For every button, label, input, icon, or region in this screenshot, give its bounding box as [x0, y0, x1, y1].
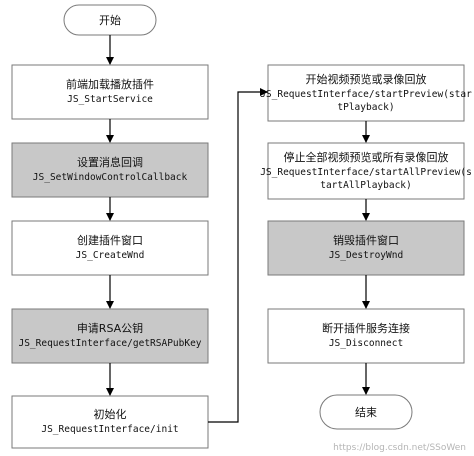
step-request-rsa: 申请RSA公钥 JS_RequestInterface/getRSAPubKey	[11, 308, 209, 364]
step-load-plugin: 前端加载播放插件 JS_StartService	[11, 64, 209, 120]
step-title: 开始视频预览或录像回放	[306, 72, 427, 86]
step-destroy-window: 销毁插件窗口 JS_DestroyWnd	[267, 220, 465, 276]
step-disconnect: 断开插件服务连接 JS_Disconnect	[267, 308, 465, 364]
step-title: 前端加载播放插件	[66, 77, 154, 91]
step-set-callback: 设置消息回调 JS_SetWindowControlCallback	[11, 142, 209, 198]
step-title: 创建插件窗口	[77, 233, 143, 247]
step-code: JS_StartService	[67, 94, 153, 105]
step-code: JS_RequestInterface/init	[41, 424, 178, 435]
step-code: JS_RequestInterface/getRSAPubKey	[18, 338, 201, 349]
step-code: JS_Disconnect	[329, 338, 403, 349]
step-title: 停止全部视频预览或所有录像回放	[284, 150, 449, 164]
step-code: JS_SetWindowControlCallback	[33, 172, 188, 183]
step-init: 初始化 JS_RequestInterface/init	[11, 395, 209, 449]
step-title: 销毁插件窗口	[333, 233, 399, 247]
step-code: tPlayback)	[337, 102, 394, 113]
step-code: JS_RequestInterface/startAllPreview(s	[260, 167, 472, 178]
start-node: 开始	[63, 4, 157, 36]
step-title: 申请RSA公钥	[77, 321, 143, 335]
step-create-window: 创建插件窗口 JS_CreateWnd	[11, 220, 209, 276]
edge-init-to-preview	[208, 88, 268, 423]
watermark: https://blog.csdn.net/SSoWen	[333, 443, 466, 453]
step-code: JS_DestroyWnd	[329, 250, 403, 261]
step-title: 初始化	[94, 407, 127, 421]
step-stop-all-preview: 停止全部视频预览或所有录像回放 JS_RequestInterface/star…	[260, 142, 472, 200]
step-title: 断开插件服务连接	[322, 321, 410, 335]
step-code: JS_CreateWnd	[76, 250, 145, 261]
start-label: 开始	[99, 13, 121, 27]
step-title: 设置消息回调	[77, 155, 143, 169]
end-label: 结束	[355, 406, 377, 419]
step-code: JS_RequestInterface/startPreview(star	[260, 89, 472, 100]
step-start-preview: 开始视频预览或录像回放 JS_RequestInterface/startPre…	[260, 64, 472, 122]
end-node: 结束	[319, 394, 413, 430]
step-code: tartAllPlayback)	[320, 180, 412, 191]
